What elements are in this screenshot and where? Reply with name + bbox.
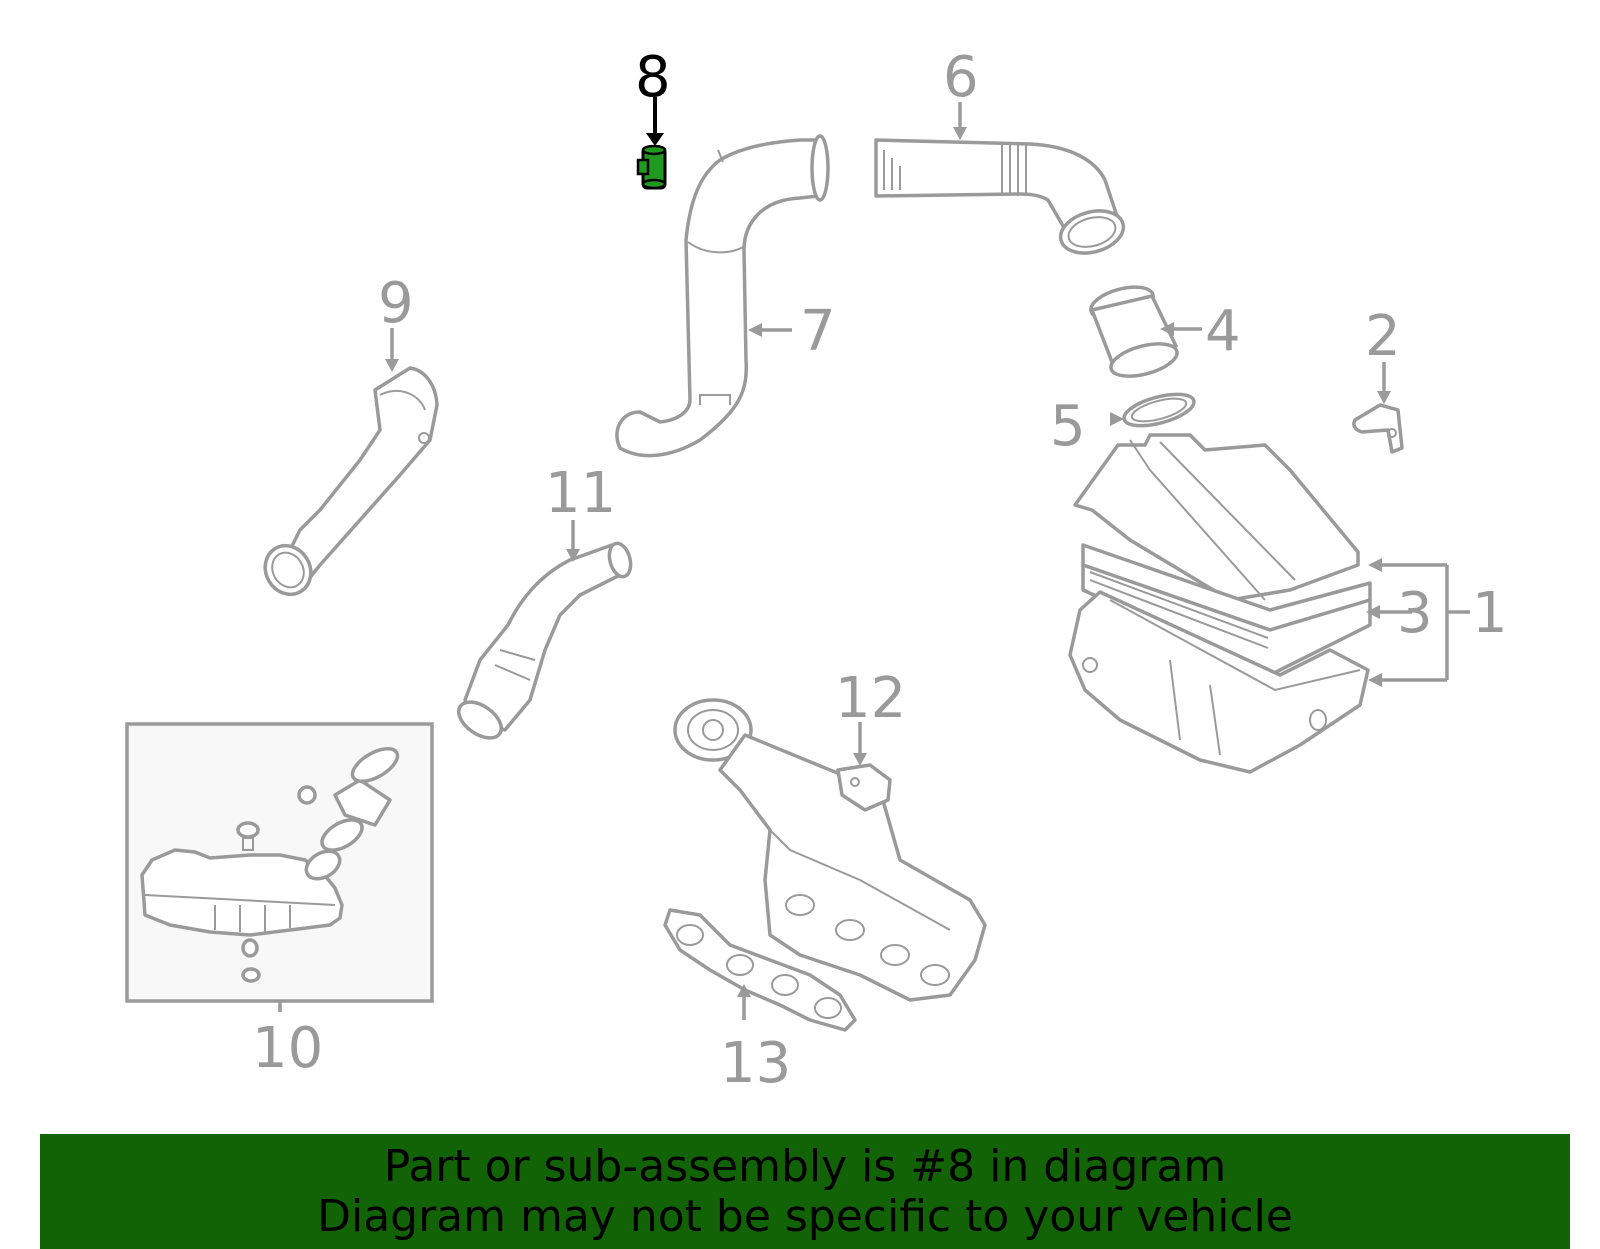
part-11-intake-tube[interactable]: [452, 541, 634, 745]
part-7-intake-hose[interactable]: [615, 134, 830, 458]
callout-9[interactable]: 9: [378, 271, 414, 336]
part-10-kit-inset[interactable]: [125, 722, 434, 1003]
callout-13[interactable]: 13: [720, 1031, 791, 1096]
part-6-intake-duct[interactable]: [874, 138, 1128, 260]
callout-3[interactable]: 3: [1397, 581, 1433, 646]
banner-line-1: Part or sub-assembly is #8 in diagram: [383, 1140, 1227, 1192]
callout-6[interactable]: 6: [943, 45, 979, 110]
part-2-bracket[interactable]: [1352, 403, 1404, 454]
callout-5[interactable]: 5: [1050, 394, 1086, 459]
part-5-o-ring[interactable]: [1121, 388, 1197, 432]
callout-4[interactable]: 4: [1205, 299, 1241, 364]
callout-11[interactable]: 11: [545, 461, 616, 526]
part-4-coupler[interactable]: [1087, 281, 1180, 382]
callout-10[interactable]: 10: [252, 1016, 323, 1081]
info-banner: Part or sub-assembly is #8 in diagram Di…: [40, 1134, 1570, 1249]
part-13-gasket[interactable]: [663, 908, 857, 1032]
part-12-intake-manifold[interactable]: [673, 698, 987, 1002]
part-1-air-cleaner-assembly[interactable]: [1068, 433, 1372, 774]
callout-2[interactable]: 2: [1365, 304, 1401, 369]
part-9-resonator-duct[interactable]: [256, 366, 439, 603]
part-8-sensor[interactable]: [636, 97, 667, 190]
parts-diagram: 8 7 6 4 5: [125, 45, 1508, 1096]
callout-7[interactable]: 7: [800, 299, 836, 364]
banner-line-2: Diagram may not be specific to your vehi…: [317, 1190, 1293, 1242]
callout-1[interactable]: 1: [1472, 581, 1508, 646]
callout-8[interactable]: 8: [635, 45, 671, 110]
callout-12[interactable]: 12: [835, 666, 906, 731]
